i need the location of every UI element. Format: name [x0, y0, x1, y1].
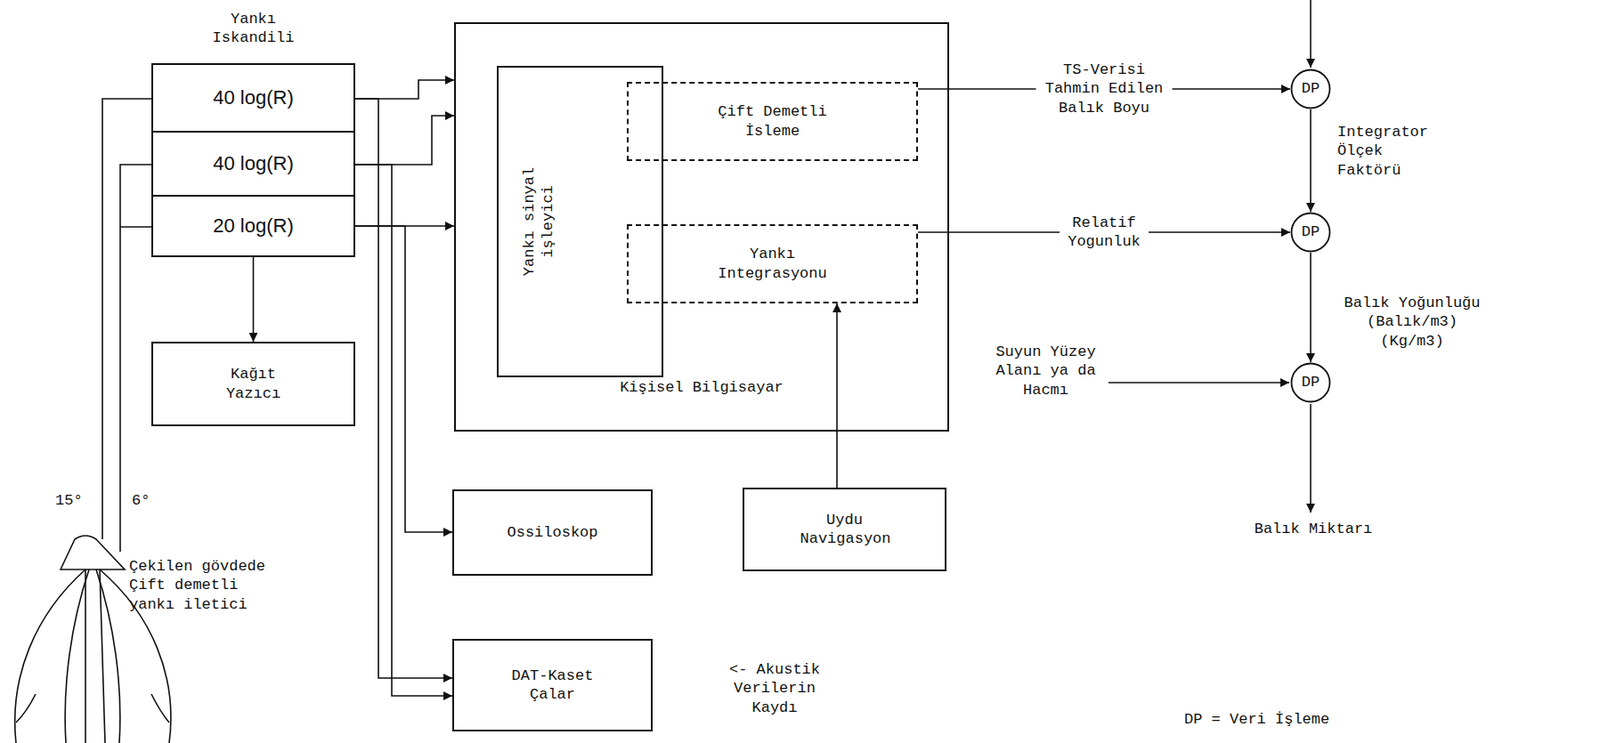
input-arrow — [1309, 0, 1312, 68]
connector — [836, 303, 838, 488]
beam-outline — [99, 569, 171, 743]
tvg-channel: 40 log(R) — [153, 64, 354, 133]
legend-note: DP = Veri İşleme — [1184, 710, 1363, 730]
connector — [353, 115, 455, 165]
node-text: Yankı sinyal işleyici — [519, 163, 559, 280]
software-module: Yankı Integrasyonu — [626, 224, 918, 304]
part-label: Çekilen gövdede Çift demetli yankı ileti… — [129, 557, 277, 615]
computer-box: Yankı sinyal işleyici Çift Demetli İsleme… — [454, 22, 950, 432]
connector — [353, 164, 453, 697]
node-text: 40 log(R) — [212, 152, 293, 176]
software-module: Çift Demetli İsleme — [626, 81, 918, 162]
edge-label: Relatif Yogunluk — [1059, 211, 1149, 254]
process-box: Yankı sinyal işleyici — [496, 65, 664, 378]
process-box: Uydu Navigasyon — [742, 487, 947, 572]
edge-label: TS-Verisi Tahmin Edilen Balık Boyu — [1036, 58, 1173, 120]
connector — [1309, 252, 1312, 363]
node-text: 40 log(R) — [212, 86, 293, 110]
beam-lobe — [151, 694, 170, 723]
beam-lobe — [16, 694, 36, 723]
node-text: Yankı Integrasyonu — [710, 244, 836, 284]
beam-outline — [96, 569, 121, 743]
node-text: DAT-Kaset Çalar — [503, 666, 602, 706]
connector — [252, 257, 255, 342]
output-label: Balık Miktarı — [1246, 519, 1381, 539]
beam-axis — [99, 569, 106, 743]
beam-outline — [15, 569, 86, 743]
note-label: Integrator Ölçek Faktörü — [1337, 122, 1440, 180]
beam-axis — [84, 569, 87, 743]
note-label: Balık Yoğunluğu (Balık/m3) (Kg/m3) — [1335, 293, 1489, 351]
tvg-channel: 20 log(R) — [153, 196, 354, 256]
beam-outline — [64, 569, 90, 743]
connector — [353, 226, 453, 533]
cable — [120, 226, 152, 228]
process-box: DAT-Kaset Çalar — [452, 639, 653, 732]
circle-shape — [1291, 364, 1331, 403]
output-arrow — [1309, 404, 1312, 513]
connector — [353, 80, 455, 99]
tvg-channel: 40 log(R) — [153, 132, 354, 197]
input-label: Suyun Yüzey Alanı ya da Hacmı — [990, 342, 1102, 400]
node-text: DP — [1301, 222, 1320, 242]
echo-sounder: 40 log(R)40 log(R)20 log(R)Yankı Iskandi… — [151, 63, 356, 258]
node-text: 20 log(R) — [212, 214, 293, 238]
process-box: Ossiloskop — [452, 489, 653, 577]
connector — [353, 98, 453, 679]
node-text: Kağıt Yazıcı — [218, 365, 290, 404]
angle-label: 15° — [55, 491, 91, 511]
node-text: Ossiloskop — [495, 523, 611, 543]
process-box: Kağıt Yazıcı — [151, 341, 356, 427]
node-text: Uydu Navigasyon — [800, 511, 890, 550]
node-text: DP — [1301, 373, 1320, 392]
note-label: <- Akustik Verilerin Kaydı — [716, 660, 833, 718]
process-circle: DP — [1290, 211, 1332, 253]
node-text: Çift Demetli İsleme — [710, 102, 836, 141]
circle-shape — [1291, 213, 1331, 252]
node-text: Yankı Iskandili — [209, 9, 299, 49]
connector — [1309, 109, 1312, 212]
process-circle: DP — [1290, 68, 1332, 110]
circle-shape — [1291, 70, 1331, 109]
node-text: DP — [1301, 79, 1320, 98]
angle-label: 6° — [131, 491, 159, 511]
process-circle: DP — [1290, 362, 1332, 404]
transducer-body — [60, 536, 125, 570]
static-lines — [15, 0, 1311, 743]
node-text: Kişisel Bilgisayar — [455, 378, 948, 398]
input-arrow — [1108, 381, 1290, 384]
